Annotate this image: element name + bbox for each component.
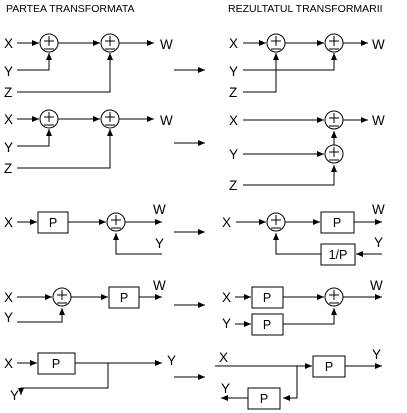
block-p: P bbox=[320, 211, 355, 234]
label-z: Z bbox=[4, 161, 12, 176]
label-z: Z bbox=[229, 85, 237, 100]
label-y: Y bbox=[222, 316, 231, 331]
label-y: Y bbox=[4, 140, 13, 155]
label-x: X bbox=[4, 290, 13, 305]
block-p-label: P bbox=[263, 318, 271, 332]
summing-junction bbox=[39, 109, 59, 129]
label-z: Z bbox=[4, 85, 12, 100]
summing-junction bbox=[39, 33, 59, 53]
row5-right: X Y Y P P bbox=[215, 347, 382, 410]
row2-right: X Y Z W bbox=[229, 110, 385, 193]
row1-left: X Y Z W bbox=[4, 33, 173, 100]
row4-right: X Y W P P bbox=[222, 278, 383, 336]
row4-left: X Y W P bbox=[4, 278, 166, 325]
block-p-label: P bbox=[49, 216, 57, 230]
header-right: REZULTATUL TRANSFORMARII bbox=[228, 3, 383, 15]
summing-junction bbox=[324, 33, 344, 53]
label-w: W bbox=[370, 278, 383, 293]
label-y: Y bbox=[155, 236, 164, 251]
label-x: X bbox=[4, 215, 13, 230]
label-y: Y bbox=[221, 381, 230, 396]
block-p-label: P bbox=[325, 360, 333, 374]
label-y: Y bbox=[229, 64, 238, 79]
label-y: Y bbox=[4, 64, 13, 79]
label-x: X bbox=[229, 36, 238, 51]
summing-junction bbox=[266, 212, 286, 232]
block-p: P bbox=[251, 313, 284, 336]
label-w: W bbox=[153, 202, 166, 217]
row3-left: X W Y P bbox=[4, 202, 166, 255]
summing-junction bbox=[106, 212, 126, 232]
block-p: P bbox=[108, 286, 140, 309]
label-w: W bbox=[372, 37, 385, 52]
row3-right: X W Y P 1/P bbox=[222, 202, 385, 266]
label-y: Y bbox=[229, 147, 238, 162]
block-inverse-p-label: 1/P bbox=[329, 248, 348, 262]
header-left: PARTEA TRANSFORMATA bbox=[6, 3, 135, 15]
summing-junction bbox=[266, 33, 286, 53]
label-w: W bbox=[160, 113, 173, 128]
label-w: W bbox=[372, 113, 385, 128]
summing-junction bbox=[52, 287, 72, 307]
label-y: Y bbox=[374, 235, 383, 250]
label-x: X bbox=[219, 350, 228, 365]
row2-left: X Y Z W bbox=[4, 109, 173, 176]
summing-junction bbox=[324, 144, 344, 164]
block-p-label: P bbox=[260, 392, 268, 406]
block-p-label: P bbox=[263, 291, 271, 305]
label-y: Y bbox=[372, 347, 381, 362]
block-inverse-p: 1/P bbox=[320, 243, 356, 266]
label-x: X bbox=[4, 356, 13, 371]
block-p: P bbox=[247, 387, 281, 410]
label-z: Z bbox=[229, 178, 237, 193]
row5-left: X Y Y P bbox=[4, 352, 176, 403]
block-p: P bbox=[37, 211, 69, 234]
row1-right: X Y Z W bbox=[229, 33, 385, 100]
block-p-label: P bbox=[120, 291, 128, 305]
summing-junction bbox=[100, 33, 120, 53]
label-w: W bbox=[372, 202, 385, 217]
summing-junction bbox=[100, 109, 120, 129]
label-w: W bbox=[153, 278, 166, 293]
label-x: X bbox=[229, 113, 238, 128]
label-x: X bbox=[222, 290, 231, 305]
label-y: Y bbox=[4, 310, 13, 325]
label-x: X bbox=[4, 112, 13, 127]
label-x: X bbox=[222, 215, 231, 230]
block-p: P bbox=[251, 286, 284, 309]
block-p-label: P bbox=[333, 216, 341, 230]
block-p: P bbox=[312, 355, 346, 378]
label-y: Y bbox=[10, 388, 19, 403]
summing-junction bbox=[324, 110, 344, 130]
block-p-label: P bbox=[52, 357, 60, 371]
label-y: Y bbox=[167, 353, 176, 368]
block-p: P bbox=[37, 352, 76, 375]
summing-junction bbox=[324, 287, 344, 307]
label-x: X bbox=[4, 36, 13, 51]
label-w: W bbox=[160, 37, 173, 52]
